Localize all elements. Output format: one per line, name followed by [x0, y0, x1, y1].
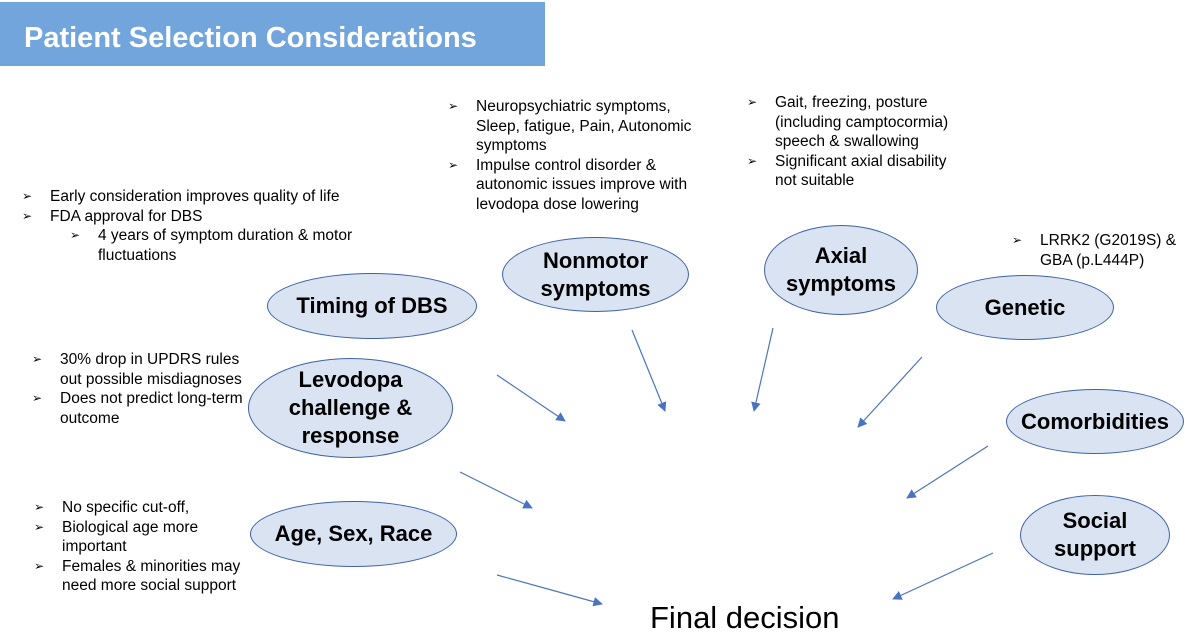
arrow — [751, 327, 774, 412]
age-sex-race-oval: Age, Sex, Race — [250, 501, 457, 567]
oval-label: Nonmotor — [542, 247, 649, 273]
note-item: LRRK2 (G2019S) & GBA (p.L444P) — [1010, 231, 1195, 270]
oval-label: Comorbidities — [1021, 408, 1169, 434]
note-item: Gait, freezing, posture (including campt… — [745, 93, 955, 152]
note-item: 30% drop in UPDRS rules out possible mis… — [30, 350, 245, 389]
age-notes: No specific cut-off, Biological age more… — [32, 498, 247, 596]
note-item: FDA approval for DBS — [20, 207, 410, 227]
note-item: Does not predict long-term outcome — [30, 389, 245, 428]
page-title: Patient Selection Considerations — [24, 22, 477, 54]
social-support-oval: Social support — [1020, 495, 1170, 575]
arrow — [857, 356, 923, 428]
oval-label: Axial — [814, 243, 868, 268]
oval-label: challenge & — [288, 395, 413, 420]
oval-label: symptoms — [540, 275, 651, 301]
oval-label: Age, Sex, Race — [274, 521, 433, 546]
arrow — [892, 552, 994, 600]
nonmotor-notes: Neuropsychiatric symptoms, Sleep, fatigu… — [446, 97, 712, 214]
arrow — [459, 471, 533, 509]
oval-label: support — [1054, 536, 1136, 561]
arrow — [496, 374, 566, 422]
oval-label: symptoms — [785, 271, 897, 296]
comorbidities-oval: Comorbidities — [1006, 389, 1184, 454]
oval-label: Levodopa — [298, 367, 403, 392]
arrow — [631, 329, 667, 412]
final-decision-label: Final decision — [650, 600, 840, 635]
note-item: Neuropsychiatric symptoms, Sleep, fatigu… — [446, 97, 712, 156]
genetic-oval: Genetic — [936, 275, 1114, 340]
levodopa-challenge-oval: Levodopa challenge & response — [248, 358, 453, 458]
oval-label: Genetic — [984, 294, 1066, 320]
axial-notes: Gait, freezing, posture (including campt… — [745, 93, 955, 191]
nonmotor-symptoms-oval: Nonmotor symptoms — [502, 237, 689, 312]
axial-symptoms-oval: Axial symptoms — [764, 225, 918, 315]
levodopa-notes: 30% drop in UPDRS rules out possible mis… — [30, 350, 245, 428]
note-item: Early consideration improves quality of … — [20, 187, 410, 207]
title-banner: Patient Selection Considerations — [0, 2, 545, 66]
oval-label: Timing of DBS — [296, 293, 448, 318]
oval-label: Social — [1062, 508, 1128, 533]
note-item: Biological age more important — [32, 518, 247, 557]
timing-notes: Early consideration improves quality of … — [20, 187, 410, 265]
timing-of-dbs-oval: Timing of DBS — [267, 273, 477, 339]
note-item: Significant axial disability not suitabl… — [745, 152, 955, 191]
genetic-notes: LRRK2 (G2019S) & GBA (p.L444P) — [1010, 231, 1195, 270]
note-item: Females & minorities may need more socia… — [32, 557, 247, 596]
note-item: Impulse control disorder & autonomic iss… — [446, 156, 712, 215]
arrow — [496, 574, 603, 607]
oval-label: response — [301, 423, 400, 448]
note-item: No specific cut-off, — [32, 498, 247, 518]
note-subitem: 4 years of symptom duration & motor fluc… — [68, 226, 418, 265]
arrow — [906, 445, 989, 499]
